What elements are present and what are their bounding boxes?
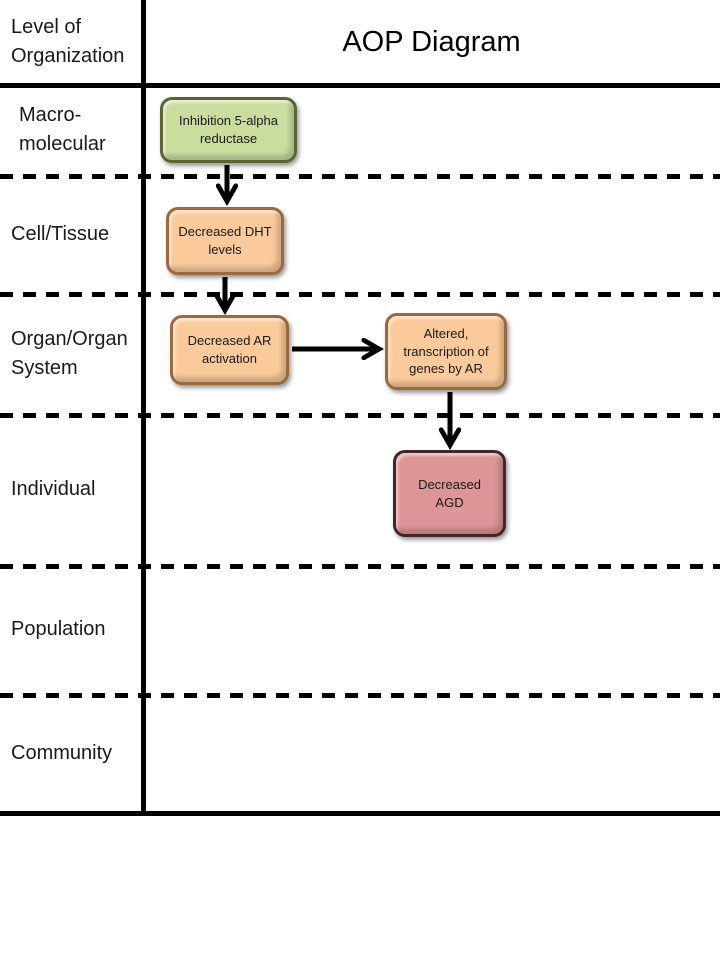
page-title: AOP Diagram	[342, 25, 521, 58]
row-label-individual: Individual	[11, 478, 96, 500]
column-divider-line	[141, 0, 146, 815]
row-label-organ-organ-system: Organ/Organ System	[11, 327, 128, 379]
header-divider-line	[0, 83, 720, 88]
node-decreased-ar-activation: Decreased AR activation	[170, 315, 289, 385]
node-decreased-dht-levels: Decreased DHT levels	[166, 207, 284, 275]
row-divider-macromolecular-cell	[0, 174, 720, 179]
node-label: Decreased AR activation	[187, 333, 272, 366]
row-divider-organ-individual	[0, 413, 720, 418]
node-altered-transcription-of-genes-by-ar: Altered, transcription of genes by AR	[385, 313, 507, 390]
row-divider-cell-organ	[0, 292, 720, 297]
node-label: Decreased AGD	[418, 476, 481, 510]
row-divider-population-community	[0, 693, 720, 698]
row-label-community: Community	[11, 741, 113, 764]
node-label: Inhibition 5-alpha reductase	[178, 113, 279, 146]
row-divider-individual-population	[0, 564, 720, 569]
row-label-cell-tissue: Cell/Tissue	[11, 222, 110, 245]
row-label-macromolecular: Macro- molecular	[19, 103, 106, 155]
corner-label-level-of-organization: Level of Organization	[11, 16, 125, 67]
row-label-population: Population	[11, 618, 106, 640]
node-label: Decreased DHT levels	[178, 224, 272, 257]
node-inhibition-5-alpha-reductase: Inhibition 5-alpha reductase	[160, 97, 297, 163]
node-decreased-agd: Decreased AGD	[393, 450, 506, 537]
table-bottom-line	[0, 811, 720, 816]
node-label: Altered, transcription of genes by AR	[403, 326, 489, 377]
